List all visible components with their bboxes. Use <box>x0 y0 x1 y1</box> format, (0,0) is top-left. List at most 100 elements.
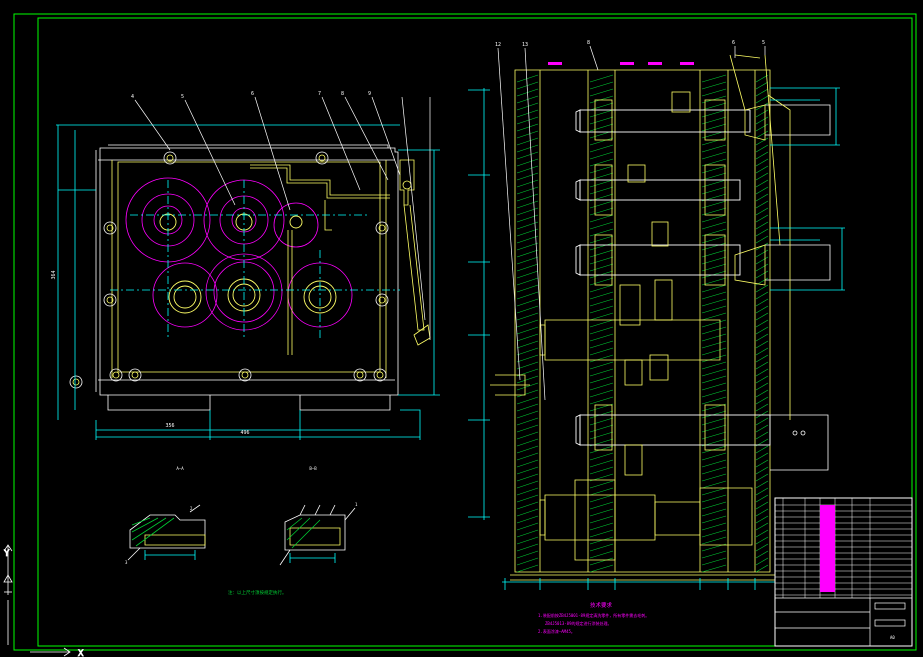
hatch-line <box>701 95 727 104</box>
hatch-line <box>701 270 727 279</box>
hatch-line <box>516 543 539 552</box>
hatch-line <box>589 116 614 125</box>
hatch-line <box>516 389 539 398</box>
hatch-line <box>516 158 539 167</box>
hatch-line <box>755 557 769 566</box>
hatch-line <box>516 536 539 545</box>
hatch-line <box>589 263 614 272</box>
hatch-line <box>755 417 769 426</box>
hatch-line <box>589 74 614 83</box>
hatch-line <box>755 508 769 517</box>
bolt-hole <box>109 368 123 382</box>
hatch-line <box>755 564 769 573</box>
hatch-line <box>701 242 727 251</box>
hatch-line <box>755 81 769 90</box>
hatch-line <box>701 179 727 188</box>
section-balloon-2: 2 <box>190 506 193 511</box>
tech-req-line-2: ZB4J5013-89的规定进行涂装处理。 <box>545 620 612 626</box>
gear-block <box>594 164 613 216</box>
hatch-line <box>755 158 769 167</box>
hatch-line <box>755 214 769 223</box>
hatch-line <box>701 200 727 209</box>
hatch-line <box>755 207 769 216</box>
hatch-line <box>701 347 727 356</box>
bolt-hole-inner <box>376 371 384 379</box>
hatch-line <box>755 165 769 174</box>
hatch-line <box>516 137 539 146</box>
hatch-line <box>755 74 769 83</box>
parts-list-rows <box>775 498 912 646</box>
hatch-line <box>516 74 539 83</box>
hatch-line <box>701 172 727 181</box>
hatch-line <box>589 410 614 419</box>
section-detail-a <box>127 504 206 561</box>
bearing-bore <box>303 280 337 314</box>
magenta-marker <box>548 62 562 65</box>
hatch-line <box>516 207 539 216</box>
bolt-hole <box>238 368 252 382</box>
hatch-line <box>589 487 614 496</box>
part-balloon: 12 <box>495 42 501 48</box>
hatch-line <box>589 529 614 538</box>
hatch-line <box>701 291 727 300</box>
hatch-line <box>701 487 727 496</box>
part-balloon: 13 <box>522 42 528 48</box>
part-balloon: 7 <box>318 91 321 97</box>
hatch-line <box>701 312 727 321</box>
leader-lines-right <box>497 45 766 401</box>
hatch-line <box>516 382 539 391</box>
gear-pitch-circles <box>125 177 353 331</box>
hatch-line <box>755 410 769 419</box>
hatch-line <box>516 235 539 244</box>
bolt-hole <box>315 151 329 165</box>
part-balloon: 8 <box>341 91 344 97</box>
part-balloon: 4 <box>131 94 134 100</box>
hatch-line <box>701 263 727 272</box>
hatch-line <box>589 81 614 90</box>
bolt-hole-inner <box>378 296 386 304</box>
gear-circle <box>273 202 319 248</box>
hatch-line <box>701 368 727 377</box>
hatch-line <box>755 361 769 370</box>
bolt-hole-inner <box>318 154 326 162</box>
hatch-line <box>755 312 769 321</box>
leader-line <box>134 99 171 151</box>
hatch-line <box>755 466 769 475</box>
hatch-line <box>755 249 769 258</box>
gear-block <box>594 234 613 286</box>
hatch-line <box>755 200 769 209</box>
hatch-line <box>516 151 539 160</box>
hatch-line <box>755 501 769 510</box>
bolt-hole <box>353 368 367 382</box>
title-block: A0 <box>774 497 913 647</box>
hatch-line <box>701 221 727 230</box>
bolt-hole-inner <box>241 371 249 379</box>
hatch-line <box>755 256 769 265</box>
hatch-line <box>516 529 539 538</box>
shift-rod-path <box>250 164 390 355</box>
hatch-line <box>589 298 614 307</box>
hatch-line <box>701 424 727 433</box>
hatch-line <box>701 102 727 111</box>
hatch-line <box>755 137 769 146</box>
hatch-line <box>516 522 539 531</box>
hatch-line <box>589 88 614 97</box>
wall-hatching <box>516 74 769 573</box>
hatch-line <box>589 501 614 510</box>
hatch-line <box>755 431 769 440</box>
hatch-line <box>516 431 539 440</box>
hatch-line <box>516 277 539 286</box>
hatch-line <box>701 214 727 223</box>
hatch-line <box>589 480 614 489</box>
hatch-line <box>516 515 539 524</box>
dim-inner-width: 356 <box>165 423 174 429</box>
hatch-line <box>701 256 727 265</box>
title-block-frame <box>774 497 913 647</box>
hatch-line <box>701 452 727 461</box>
hatch-line <box>589 165 614 174</box>
leader-lines-left <box>134 96 431 340</box>
section-details: A—A B—B 2 3 1 <box>125 466 358 566</box>
ucs-x-label: X <box>78 649 84 657</box>
hatch-line <box>589 179 614 188</box>
